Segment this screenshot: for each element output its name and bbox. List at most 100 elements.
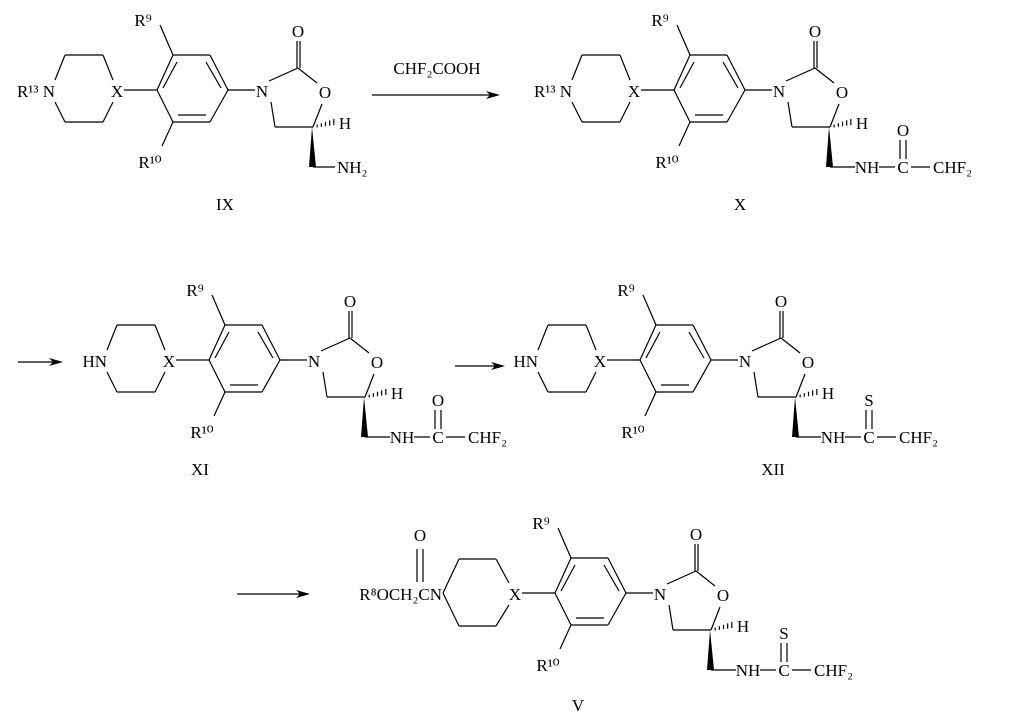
r9-label: R⁹ xyxy=(186,281,203,300)
double-bond xyxy=(561,565,575,591)
amide-oxygen-label: O xyxy=(432,391,444,410)
difluoromethyl-label: CHF₂ xyxy=(468,428,507,447)
hydrogen-label: H xyxy=(856,114,868,133)
bond xyxy=(679,122,690,146)
ring-oxygen-label: O xyxy=(802,353,814,372)
x-atom-label: X xyxy=(628,82,640,101)
bond xyxy=(443,559,459,593)
wedge-bond xyxy=(707,630,714,670)
piperazine-amine-label: HN xyxy=(513,352,538,371)
bond xyxy=(696,571,715,586)
bond xyxy=(271,102,275,127)
acyl-amine-label: R⁸OCH₂CN xyxy=(359,585,442,604)
amine-label: NH₂ xyxy=(337,158,367,177)
ring-nitrogen-label: N xyxy=(256,82,268,101)
compound-xi: HNXR⁹R¹⁰NOOHNHCOCHF₂XI xyxy=(82,281,507,479)
ring-nitrogen-label: N xyxy=(739,352,751,371)
bond xyxy=(620,102,630,122)
r9-label: R⁹ xyxy=(617,281,634,300)
bond xyxy=(620,55,630,80)
bond xyxy=(586,372,596,392)
bond xyxy=(558,528,571,558)
reaction-arrow xyxy=(18,358,63,366)
bond xyxy=(103,55,113,80)
thio-sulfur-label: S xyxy=(779,624,788,643)
bond xyxy=(786,68,815,81)
bond xyxy=(214,392,225,416)
bond xyxy=(586,325,596,350)
r9-label: R⁹ xyxy=(134,11,151,30)
reaction-arrow xyxy=(237,590,310,598)
bond xyxy=(608,593,626,625)
thio-sulfur-label: S xyxy=(864,391,873,410)
wedge-bond xyxy=(361,397,368,437)
bond xyxy=(155,372,165,392)
bond xyxy=(160,25,173,55)
carbonyl-oxygen-label: O xyxy=(344,292,356,311)
bond xyxy=(572,55,582,80)
nh-label: NH xyxy=(736,661,761,680)
ring-oxygen-label: O xyxy=(371,353,383,372)
bond xyxy=(269,68,298,81)
bond xyxy=(162,122,173,146)
double-bond xyxy=(646,332,660,358)
bond xyxy=(298,68,317,83)
carbon-label: C xyxy=(897,158,908,177)
bond xyxy=(667,571,696,584)
carbonyl-oxygen-label: O xyxy=(690,525,702,544)
difluoromethyl-label: CHF₂ xyxy=(814,661,853,680)
piperazine-amine-label: HN xyxy=(82,352,107,371)
bond xyxy=(727,90,745,122)
bond xyxy=(640,360,656,392)
nh-label: NH xyxy=(855,158,880,177)
carbonyl-oxygen-label: O xyxy=(809,22,821,41)
carbon-label: C xyxy=(432,428,443,447)
bond xyxy=(674,90,690,122)
carbonyl-oxygen-label: O xyxy=(775,292,787,311)
bond xyxy=(496,605,509,626)
r10-label: R¹⁰ xyxy=(190,423,213,442)
bond xyxy=(103,102,113,122)
ring-oxygen-label: O xyxy=(836,83,848,102)
bond xyxy=(496,559,509,583)
bond xyxy=(796,374,805,397)
amide-oxygen-label: O xyxy=(897,121,909,140)
bond xyxy=(788,102,792,127)
bond xyxy=(350,338,369,353)
bond xyxy=(669,605,673,630)
piperazine-amine-label: R¹³ N xyxy=(534,82,572,101)
x-atom-label: X xyxy=(594,352,606,371)
compound-v: R⁸OCH₂CNOXR⁹R¹⁰NOOHNHCSCHF₂V xyxy=(359,514,853,715)
bond xyxy=(643,295,656,325)
piperazine-amine-label: R¹³ N xyxy=(17,82,55,101)
r10-label: R¹⁰ xyxy=(655,153,678,172)
bond xyxy=(711,607,720,630)
bond xyxy=(538,372,548,392)
compound-x: R¹³ NXR⁹R¹⁰NOOHNHCOCHF₂X xyxy=(534,11,972,214)
r9-label: R⁹ xyxy=(532,514,549,533)
reaction-arrow xyxy=(372,91,500,99)
carbonyl-oxygen-label: O xyxy=(292,22,304,41)
compound-ix: R¹³ NXR⁹R¹⁰NOOHNH₂IX xyxy=(17,11,368,214)
double-bond xyxy=(206,62,221,88)
compound-label: XI xyxy=(191,460,209,479)
ring-nitrogen-label: N xyxy=(654,585,666,604)
double-bond xyxy=(604,565,619,591)
bond xyxy=(365,374,374,397)
hydrogen-label: H xyxy=(737,617,749,636)
bond xyxy=(212,295,225,325)
carbon-label: C xyxy=(863,428,874,447)
wedge-bond xyxy=(309,127,316,167)
difluoromethyl-label: CHF₂ xyxy=(933,158,972,177)
bond xyxy=(555,593,571,625)
bond xyxy=(262,360,280,392)
bond xyxy=(645,392,656,416)
bond xyxy=(209,360,225,392)
hydrogen-label: H xyxy=(822,384,834,403)
x-atom-label: X xyxy=(111,82,123,101)
double-bond xyxy=(163,62,177,88)
ring-oxygen-label: O xyxy=(717,586,729,605)
nh-label: NH xyxy=(390,428,415,447)
double-bond xyxy=(723,62,738,88)
bond xyxy=(55,102,65,122)
